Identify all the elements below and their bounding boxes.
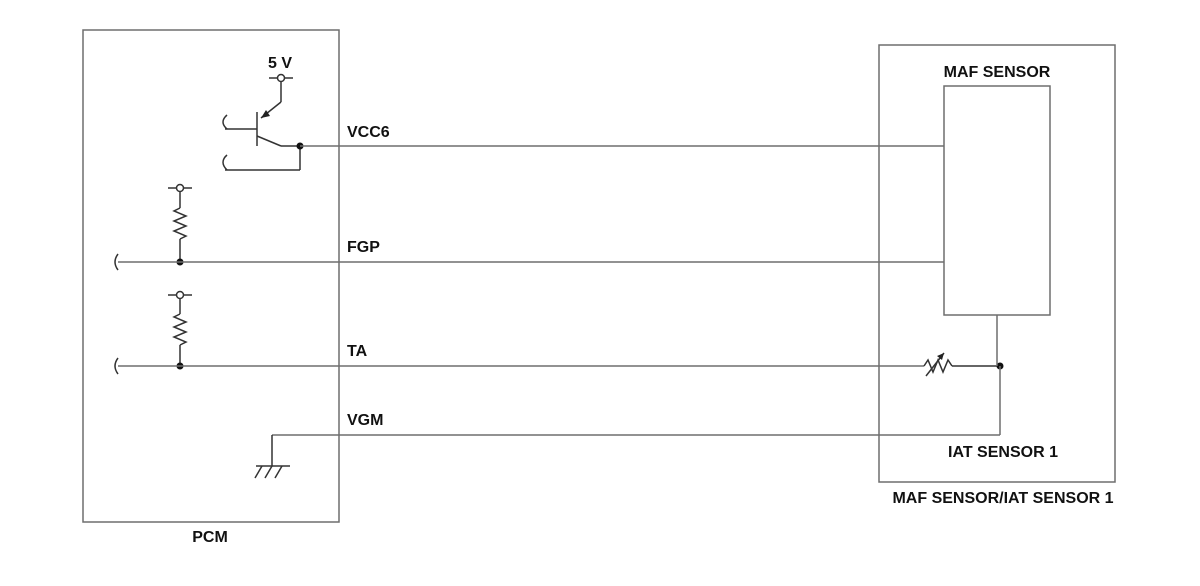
iat-sensor-label: IAT SENSOR 1 (948, 444, 1058, 461)
maf-iat-module-box (878, 44, 1116, 483)
maf-sensor-box (943, 85, 1051, 316)
vcc6-label: VCC6 (347, 124, 390, 141)
emitter-arrow-icon (261, 110, 270, 118)
pcm-box (82, 29, 340, 523)
fgp-pullup-resistor (168, 183, 192, 266)
transistor-5v-supply: 5 V (222, 55, 304, 171)
supply-label: 5 V (268, 55, 292, 72)
fgp-connector-icon (114, 253, 119, 271)
maf-sensor-label: MAF SENSOR (944, 64, 1051, 81)
fgp-label: FGP (347, 239, 380, 256)
pcm-label: PCM (192, 529, 228, 546)
ta-label: TA (347, 343, 368, 360)
module-label: MAF SENSOR/IAT SENSOR 1 (892, 490, 1113, 507)
ta-connector-icon (114, 357, 119, 375)
ta-pullup-resistor (168, 290, 192, 370)
vgm-label: VGM (347, 412, 383, 429)
iat-thermistor-icon (923, 352, 1000, 377)
ground-icon (254, 435, 290, 479)
